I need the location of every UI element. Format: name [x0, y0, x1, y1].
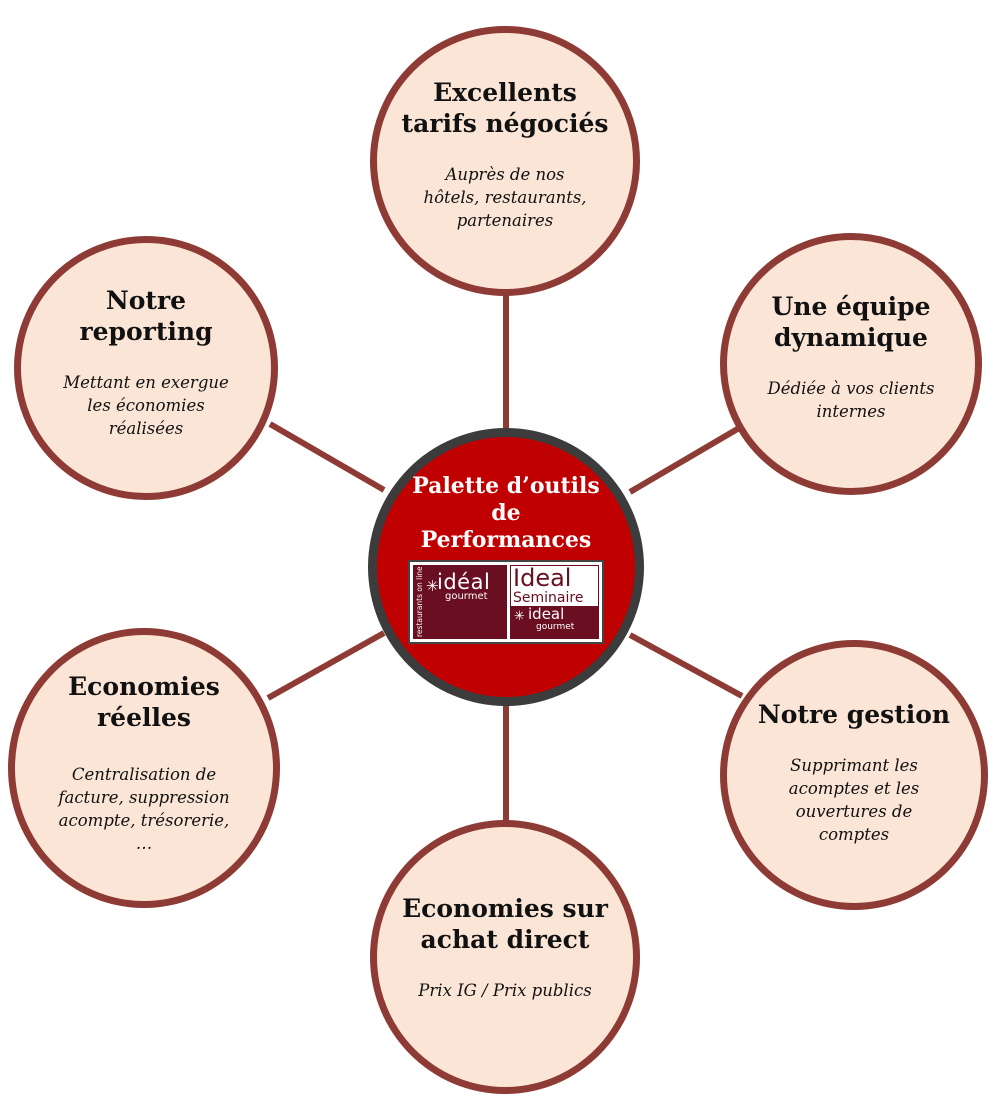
node-title: Excellents tarifs négociés	[401, 77, 609, 138]
mini-ideal-gourmet-logo: ✳ ideal gourmet	[510, 606, 599, 639]
logo-sub: Seminaire	[510, 590, 599, 606]
connector-bottom-left	[266, 630, 386, 701]
node-title: Notre reporting	[79, 285, 213, 346]
node-notre-reporting: Notre reporting Mettant en exergue les é…	[14, 236, 278, 500]
logo-word: idéal	[437, 570, 491, 594]
node-economies-reelles: Economies réelles Centralisation de fact…	[8, 628, 280, 908]
node-title: Economies réelles	[68, 672, 220, 732]
node-notre-gestion: Notre gestion Supprimant les acomptes et…	[720, 640, 988, 910]
node-description: Prix IG / Prix publics	[418, 980, 592, 1000]
connector-bottom-right	[628, 632, 744, 699]
node-tarifs-negocies: Excellents tarifs négociés Auprès de nos…	[370, 26, 640, 296]
center-title: Palette d’outils de Performances	[412, 473, 600, 553]
logo-sub: gourmet	[445, 591, 488, 602]
node-description: Auprès de nos hôtels, restaurants, parte…	[423, 164, 587, 230]
node-description: Mettant en exergue les économies réalisé…	[63, 372, 229, 438]
ideal-seminaire-logo: Ideal Seminaire ✳ ideal gourmet	[510, 565, 599, 639]
node-description: Supprimant les acomptes et les ouverture…	[788, 755, 920, 844]
node-title: Economies sur achat direct	[402, 893, 608, 954]
sparkle-icon: ✳	[514, 609, 525, 624]
node-title: Une équipe dynamique	[771, 292, 931, 352]
connector-top-left	[268, 421, 386, 493]
node-equipe-dynamique: Une équipe dynamique Dédiée à vos client…	[720, 233, 982, 495]
logo-vertical-text: restaurants on line	[415, 567, 424, 637]
connector-top-right	[628, 421, 748, 495]
logo-word: Ideal	[510, 565, 599, 590]
logo-mini-sub: gourmet	[536, 622, 575, 632]
ideal-gourmet-logo: restaurants on line ✳ idéal gourmet	[413, 565, 507, 639]
center-node: Palette d’outils de Performances restaur…	[368, 428, 644, 706]
node-description: Centralisation de facture, suppression a…	[58, 765, 230, 853]
sparkle-icon: ✳	[426, 577, 439, 595]
logo-mini-word: ideal	[528, 605, 565, 623]
node-description: Dédiée à vos clients internes	[767, 379, 935, 421]
brand-logos: restaurants on line ✳ idéal gourmet Idea…	[408, 560, 604, 644]
node-economies-achat-direct: Economies sur achat direct Prix IG / Pri…	[370, 820, 640, 1094]
node-title: Notre gestion	[757, 699, 951, 729]
